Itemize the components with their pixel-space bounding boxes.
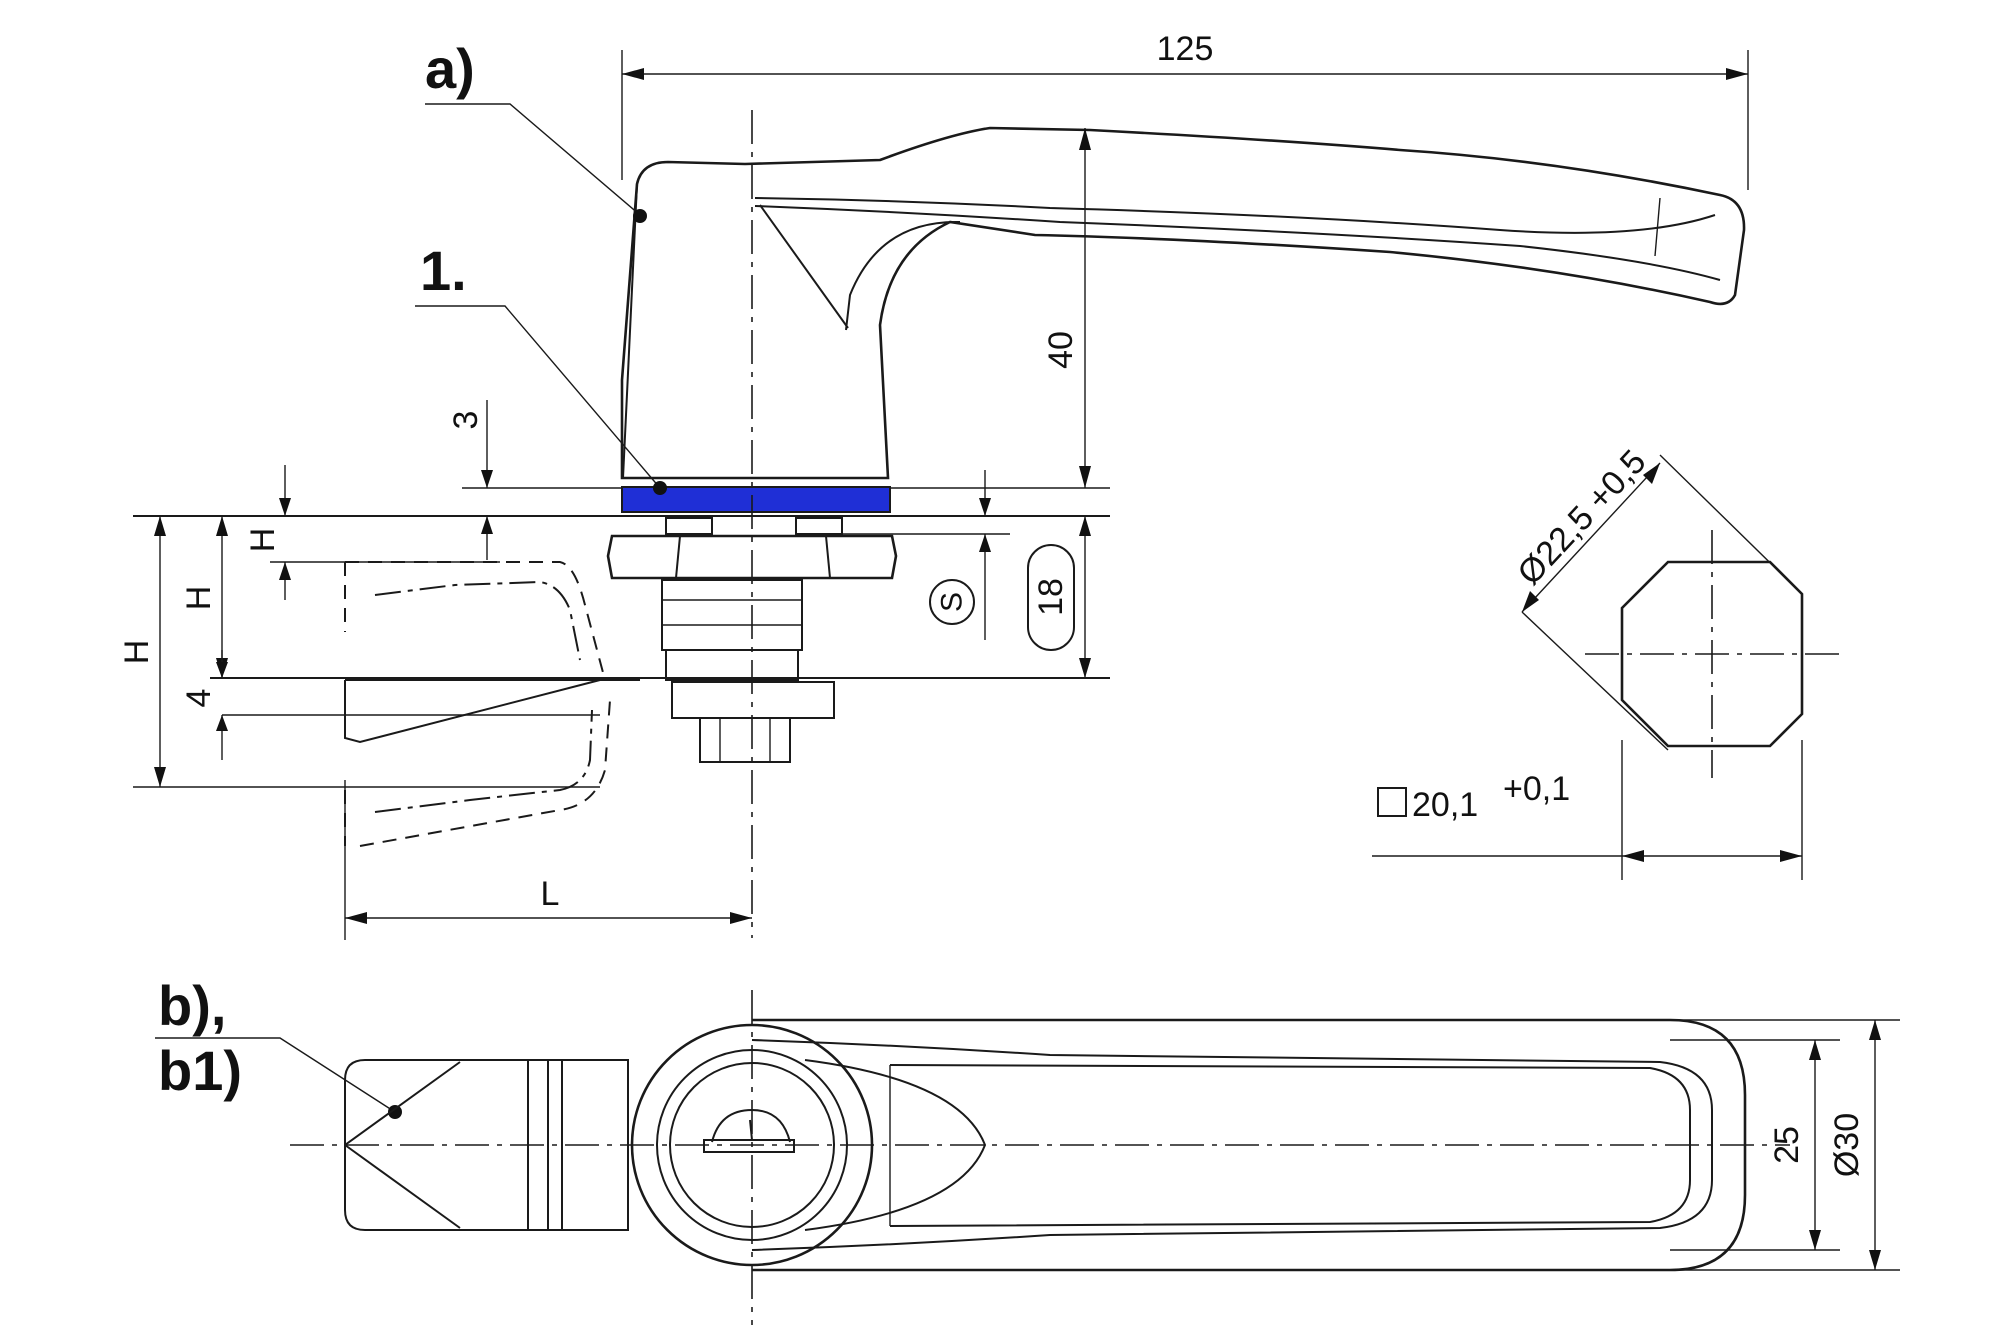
handle-body xyxy=(620,126,1746,480)
cam-detail xyxy=(344,1061,461,1229)
dim-H-large: H xyxy=(118,640,156,665)
handle-neck-line xyxy=(759,204,849,329)
callouts: a) 1. b), b1) xyxy=(155,37,667,1119)
dim-40: 40 xyxy=(1042,331,1080,369)
leader-1-dot xyxy=(653,481,667,495)
arrow-4 xyxy=(279,498,291,580)
side-view xyxy=(133,110,1746,938)
cam-bracket xyxy=(665,649,799,681)
dim-H-medium: H xyxy=(180,586,218,611)
lock-body xyxy=(661,579,803,651)
cutout-detail: Ø22,5 +0,5 20,1 +0,1 xyxy=(1372,443,1840,880)
cam-plate xyxy=(671,681,835,719)
dim-L: L xyxy=(541,875,560,913)
dim-diameter: Ø22,5 +0,5 xyxy=(1510,443,1653,593)
cam-top xyxy=(344,1059,629,1231)
hub-edge xyxy=(622,183,638,479)
key-slot xyxy=(703,1139,795,1153)
dim-30: Ø30 xyxy=(1828,1113,1866,1177)
dim-18: 18 xyxy=(1032,578,1070,616)
arrow-7 xyxy=(216,662,228,731)
callout-a: a) xyxy=(425,37,475,100)
arrow-5 xyxy=(216,516,228,678)
dim-4: 4 xyxy=(180,689,218,708)
cam-alt-upper-center xyxy=(374,580,581,661)
cam-alt-upper xyxy=(344,561,606,681)
callout-b: b), xyxy=(158,974,226,1037)
leader-a xyxy=(425,103,641,216)
dim-square: 20,1 xyxy=(1412,786,1478,824)
dim-square-tol: +0,1 xyxy=(1503,770,1570,808)
leader-b-dot xyxy=(388,1105,402,1119)
handle-contour-lower xyxy=(754,205,1721,281)
nut-face-2 xyxy=(825,535,831,579)
dim-25: 25 xyxy=(1768,1126,1806,1164)
hex-nut xyxy=(606,534,898,580)
dim-18-box xyxy=(1027,544,1075,651)
arrow-9 xyxy=(979,498,991,552)
handle-top-nose xyxy=(804,1059,987,1231)
handle-tip-line xyxy=(1654,197,1661,257)
dim-diameter-line xyxy=(1521,462,1661,613)
side-dimensions: 125 40 3 H H H 4 xyxy=(118,30,1749,940)
top-view: 25 Ø30 xyxy=(290,990,1900,1325)
handle-neck-curve xyxy=(845,220,961,331)
dim-ext-11 xyxy=(1659,454,1803,595)
arrow-3 xyxy=(481,470,493,534)
dim-S: S xyxy=(936,592,969,612)
arrow-11 xyxy=(1522,463,1660,612)
s-symbol xyxy=(929,579,975,625)
dim-3: 3 xyxy=(447,411,485,430)
arrow-10 xyxy=(1079,516,1091,678)
washer-right xyxy=(795,517,843,535)
handle-contour-upper xyxy=(754,197,1716,234)
seal-ring xyxy=(621,486,891,513)
dim-H-small: H xyxy=(244,528,282,553)
cam-alt-lower xyxy=(344,699,611,847)
square-symbol xyxy=(1377,787,1407,817)
leader-b xyxy=(155,1037,396,1113)
leader-1 xyxy=(415,305,661,489)
leader-a-dot xyxy=(633,209,647,223)
arrow-12 xyxy=(1622,850,1802,862)
callout-b1: b1) xyxy=(158,1039,242,1102)
callout-1: 1. xyxy=(420,239,467,302)
nut-face-1 xyxy=(675,535,681,579)
dim-125: 125 xyxy=(1157,30,1214,68)
key-line xyxy=(749,1119,753,1141)
cam-alt-lower-center xyxy=(374,709,593,813)
washer-left xyxy=(665,517,713,535)
cam-screw xyxy=(699,717,791,763)
dim-ext-10 xyxy=(1521,611,1669,751)
cam-lever xyxy=(344,679,640,744)
